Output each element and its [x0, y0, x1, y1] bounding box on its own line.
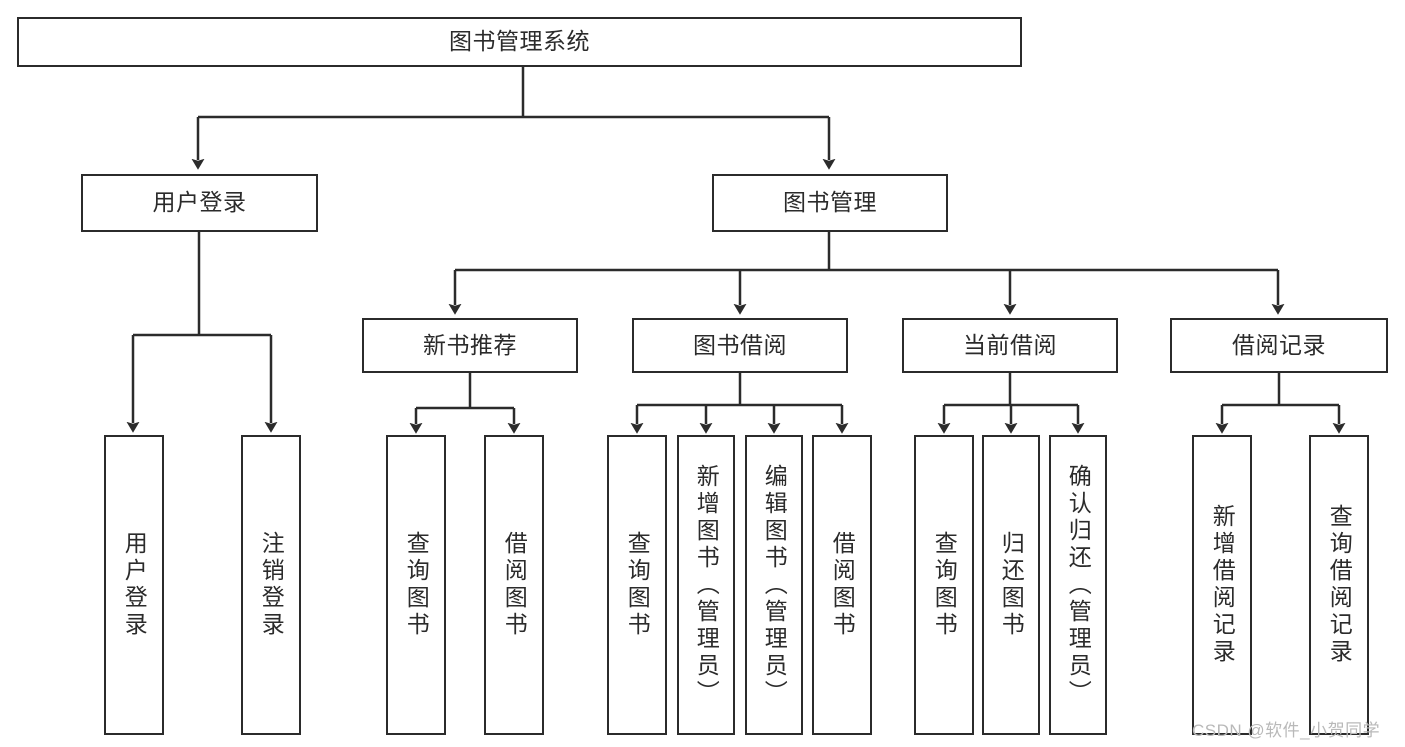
- node-borrow-record-label: 借阅记录: [1232, 331, 1326, 358]
- node-leaf-query-book-3-label: 查询图书: [931, 531, 958, 639]
- node-book-manage[interactable]: 图书管理: [712, 174, 948, 232]
- node-root[interactable]: 图书管理系统: [17, 17, 1022, 67]
- node-leaf-user-login-label: 用户登录: [121, 531, 148, 639]
- node-leaf-edit-book[interactable]: 编辑图书（管理员）: [745, 435, 803, 735]
- node-leaf-add-book[interactable]: 新增图书（管理员）: [677, 435, 735, 735]
- node-leaf-query-book-1-label: 查询图书: [403, 531, 430, 639]
- node-leaf-add-record-label: 新增借阅记录: [1209, 504, 1236, 666]
- node-leaf-add-book-label: 新增图书（管理员）: [693, 463, 720, 707]
- node-leaf-query-book-1[interactable]: 查询图书: [386, 435, 446, 735]
- node-leaf-query-record[interactable]: 查询借阅记录: [1309, 435, 1369, 735]
- node-leaf-return-book-label: 归还图书: [998, 531, 1025, 639]
- node-current-borrow[interactable]: 当前借阅: [902, 318, 1118, 373]
- node-leaf-borrow-book-1[interactable]: 借阅图书: [484, 435, 544, 735]
- node-user-login-label: 用户登录: [152, 189, 247, 216]
- node-book-borrow-label: 图书借阅: [693, 331, 787, 358]
- node-leaf-query-book-2[interactable]: 查询图书: [607, 435, 667, 735]
- node-leaf-add-record[interactable]: 新增借阅记录: [1192, 435, 1252, 735]
- node-borrow-record[interactable]: 借阅记录: [1170, 318, 1388, 373]
- node-book-borrow[interactable]: 图书借阅: [632, 318, 848, 373]
- node-leaf-borrow-book-2-label: 借阅图书: [829, 531, 856, 639]
- node-leaf-logout-label: 注销登录: [258, 531, 285, 639]
- node-current-borrow-label: 当前借阅: [963, 331, 1057, 358]
- node-leaf-user-login[interactable]: 用户登录: [104, 435, 164, 735]
- node-leaf-query-book-3[interactable]: 查询图书: [914, 435, 974, 735]
- node-leaf-edit-book-label: 编辑图书（管理员）: [761, 463, 788, 707]
- node-book-manage-label: 图书管理: [783, 189, 877, 216]
- node-leaf-query-book-2-label: 查询图书: [624, 531, 651, 639]
- node-leaf-borrow-book-2[interactable]: 借阅图书: [812, 435, 872, 735]
- node-leaf-borrow-book-1-label: 借阅图书: [501, 531, 528, 639]
- node-new-book-recommend-label: 新书推荐: [423, 331, 517, 358]
- node-root-label: 图书管理系统: [449, 28, 590, 55]
- node-leaf-logout[interactable]: 注销登录: [241, 435, 301, 735]
- node-leaf-confirm-return[interactable]: 确认归还（管理员）: [1049, 435, 1107, 735]
- node-leaf-query-record-label: 查询借阅记录: [1326, 504, 1353, 666]
- node-leaf-return-book[interactable]: 归还图书: [982, 435, 1040, 735]
- node-leaf-confirm-return-label: 确认归还（管理员）: [1065, 463, 1092, 707]
- node-new-book-recommend[interactable]: 新书推荐: [362, 318, 578, 373]
- node-user-login[interactable]: 用户登录: [81, 174, 318, 232]
